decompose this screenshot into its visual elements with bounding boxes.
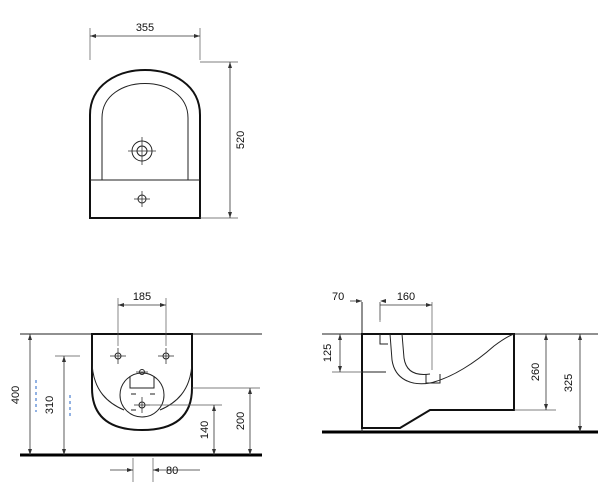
side-total-height-label: 325	[563, 374, 575, 392]
top-width-label: 355	[136, 22, 154, 34]
front-view: 185 400 310 140 200 80	[10, 291, 262, 482]
front-offset-label: 80	[166, 465, 178, 477]
front-drain-height-label: 140	[199, 421, 211, 439]
top-view-outline	[89, 69, 201, 219]
fixing-hole-right-icon	[158, 348, 174, 364]
inlet-hole-front-icon	[136, 369, 148, 375]
side-bowl-profile	[389, 333, 515, 385]
front-inlet-height-label: 310	[44, 396, 56, 414]
side-bowl-depth-label: 125	[322, 344, 334, 362]
top-view-inner-bowl	[101, 83, 189, 180]
hole-spacing-label: 185	[133, 291, 151, 303]
side-wall-offset-label: 70	[332, 291, 344, 303]
fixing-hole-left-icon	[110, 348, 126, 364]
front-total-height-label: 400	[10, 386, 22, 404]
tap-hole-icon	[128, 137, 156, 165]
front-rim-clear-label: 200	[235, 412, 247, 430]
front-bowl-opening	[119, 372, 165, 418]
top-depth-label: 520	[235, 131, 247, 149]
drain-hole-front-icon	[134, 397, 150, 413]
front-view-outline	[91, 333, 193, 432]
top-view: 355 520	[89, 22, 247, 219]
drain-hole-icon	[134, 191, 150, 207]
side-bowl-label: 160	[397, 291, 415, 303]
side-view: 70 160 125 260 325	[322, 291, 598, 434]
side-rim-height-label: 260	[530, 363, 542, 381]
